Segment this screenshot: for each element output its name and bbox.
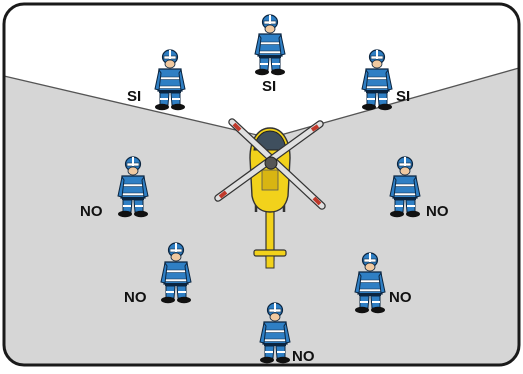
label-top-center: SI: [262, 79, 276, 94]
label-top-right: SI: [396, 89, 410, 104]
label-top-left: SI: [127, 89, 141, 104]
label-low-right: NO: [389, 290, 412, 305]
label-bottom-center: NO: [292, 349, 315, 364]
label-low-left: NO: [124, 290, 147, 305]
label-mid-right: NO: [426, 204, 449, 219]
label-mid-left: NO: [80, 204, 103, 219]
